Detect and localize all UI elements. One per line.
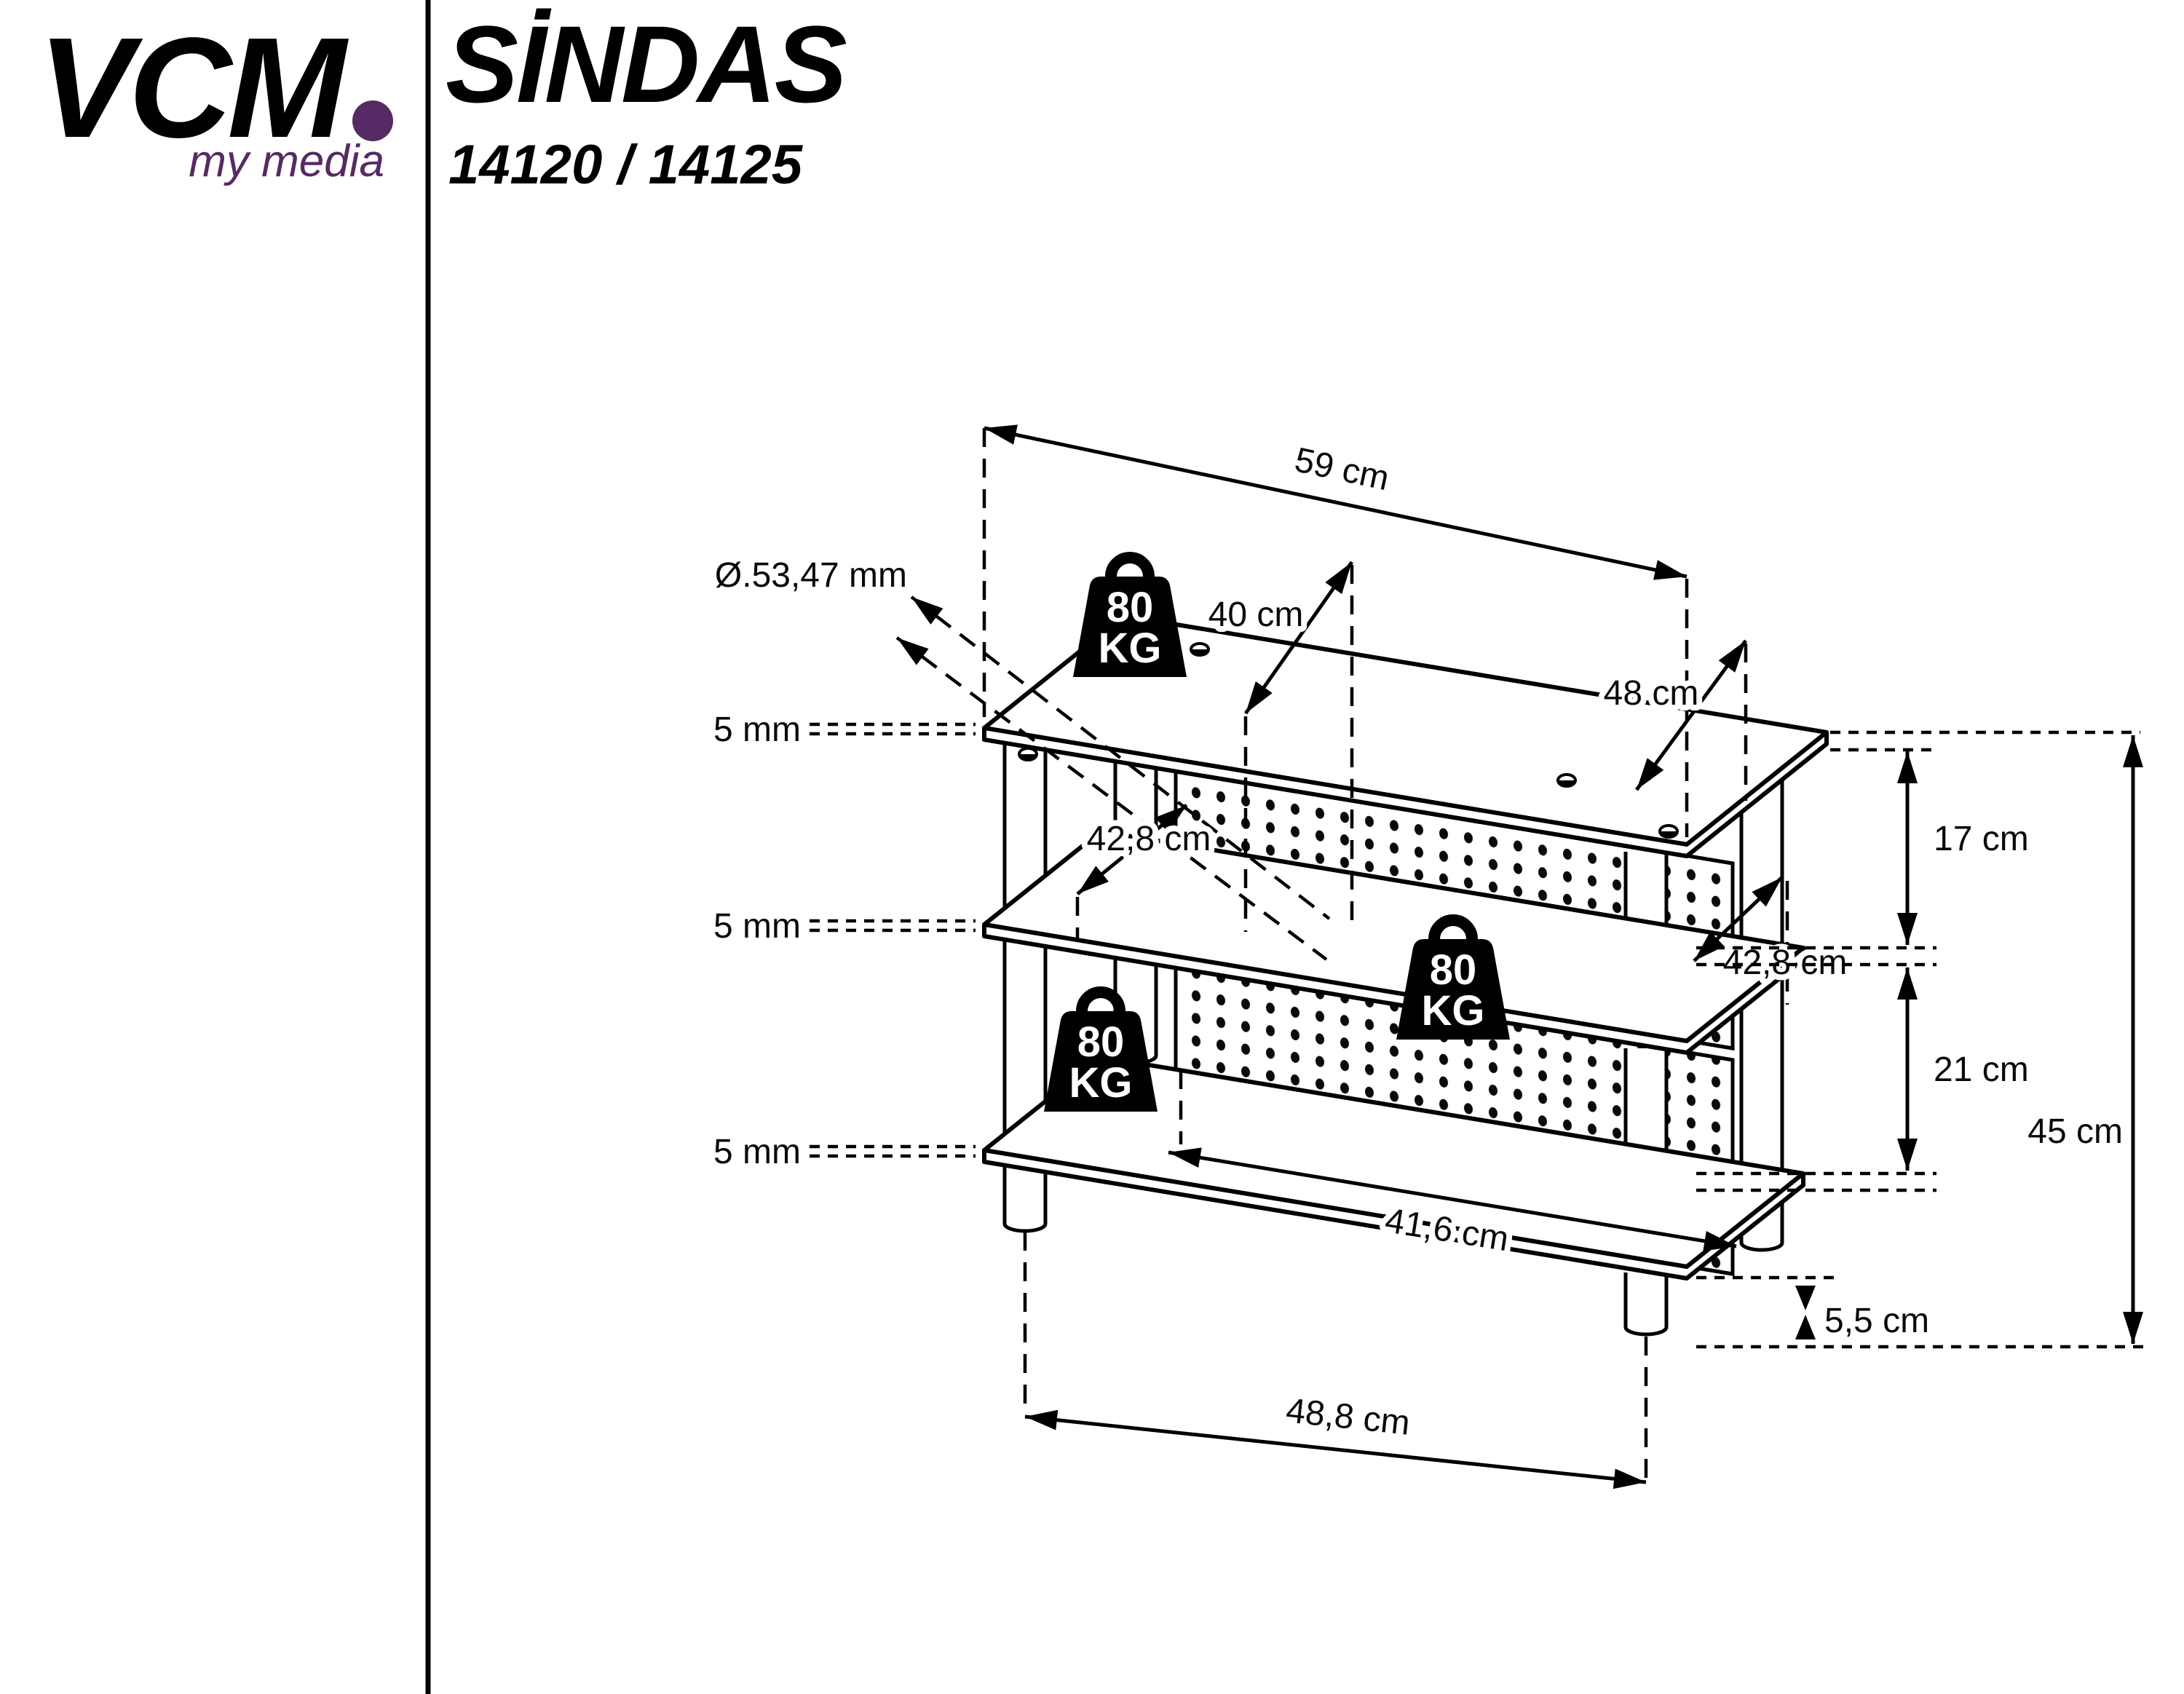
weight-value: 80 bbox=[1430, 946, 1477, 994]
dim-total-height: 45 cm bbox=[2022, 735, 2143, 1344]
dim-total-height-label: 45 cm bbox=[2027, 1112, 2123, 1151]
product-name: SİNDAS bbox=[446, 3, 847, 125]
dim-hole-diameter-label: Ø.53,47 mm bbox=[715, 556, 907, 595]
dim-thickness-middle: 5 mm bbox=[708, 901, 976, 951]
weight-unit: KG bbox=[1099, 625, 1162, 672]
dim-depth-mid: 40 cm bbox=[1203, 561, 1354, 932]
front-right-foot bbox=[1623, 1273, 1669, 1337]
dim-thickness-top-label: 5 mm bbox=[713, 711, 801, 749]
dim-clearance-right: 42,8 cm bbox=[1693, 876, 1853, 1005]
dim-gap-upper-label: 17 cm bbox=[1934, 820, 2029, 858]
brand-sidebar: VCM my media bbox=[38, 0, 431, 1694]
dim-depth-right: 48 cm bbox=[1598, 639, 1748, 801]
model-numbers: 14120 / 14125 bbox=[448, 134, 804, 196]
dim-depth-mid-label: 40 cm bbox=[1208, 595, 1304, 634]
dim-depth-right-label: 48 cm bbox=[1604, 674, 1699, 713]
weight-icon-middle: 80 KG bbox=[1396, 914, 1510, 1040]
dim-foot-height: 5,5 cm bbox=[1795, 1286, 1935, 1346]
front-left-foot bbox=[1002, 1165, 1048, 1233]
dim-clearance-left: 42,8 cm bbox=[1075, 804, 1216, 939]
weight-value: 80 bbox=[1077, 1018, 1125, 1066]
title-block: SİNDAS 14120 / 14125 bbox=[446, 3, 849, 196]
dim-gap-upper: 17 cm bbox=[1897, 751, 2035, 945]
dim-foot-height-label: 5,5 cm bbox=[1824, 1302, 1929, 1340]
dim-thickness-bottom-label: 5 mm bbox=[713, 1133, 801, 1171]
screw-holes bbox=[1018, 642, 1679, 839]
weight-unit: KG bbox=[1422, 987, 1485, 1034]
brand-dot-icon bbox=[352, 100, 393, 141]
weight-unit: KG bbox=[1069, 1059, 1133, 1107]
brand-tagline: my media bbox=[189, 136, 384, 186]
level-reference-lines bbox=[1696, 730, 2144, 1349]
dim-hole-diameter: Ø.53,47 mm bbox=[709, 550, 1331, 961]
dim-clearance-right-label: 42,8 cm bbox=[1723, 943, 1848, 982]
dim-thickness-bottom: 5 mm bbox=[708, 1127, 976, 1177]
weight-icon-bottom: 80 KG bbox=[1044, 986, 1158, 1112]
weight-value: 80 bbox=[1107, 584, 1154, 631]
brand-logo-text: VCM bbox=[38, 8, 349, 167]
dim-clearance-left-label: 42,8 cm bbox=[1087, 820, 1211, 858]
dim-thickness-top: 5 mm bbox=[708, 705, 976, 755]
dim-thickness-middle-label: 5 mm bbox=[713, 907, 801, 946]
weight-icon-top: 80 KG bbox=[1073, 552, 1187, 677]
dim-gap-lower: 21 cm bbox=[1897, 967, 2035, 1171]
dim-gap-lower-label: 21 cm bbox=[1934, 1050, 2029, 1089]
top-shelf bbox=[982, 614, 1829, 858]
